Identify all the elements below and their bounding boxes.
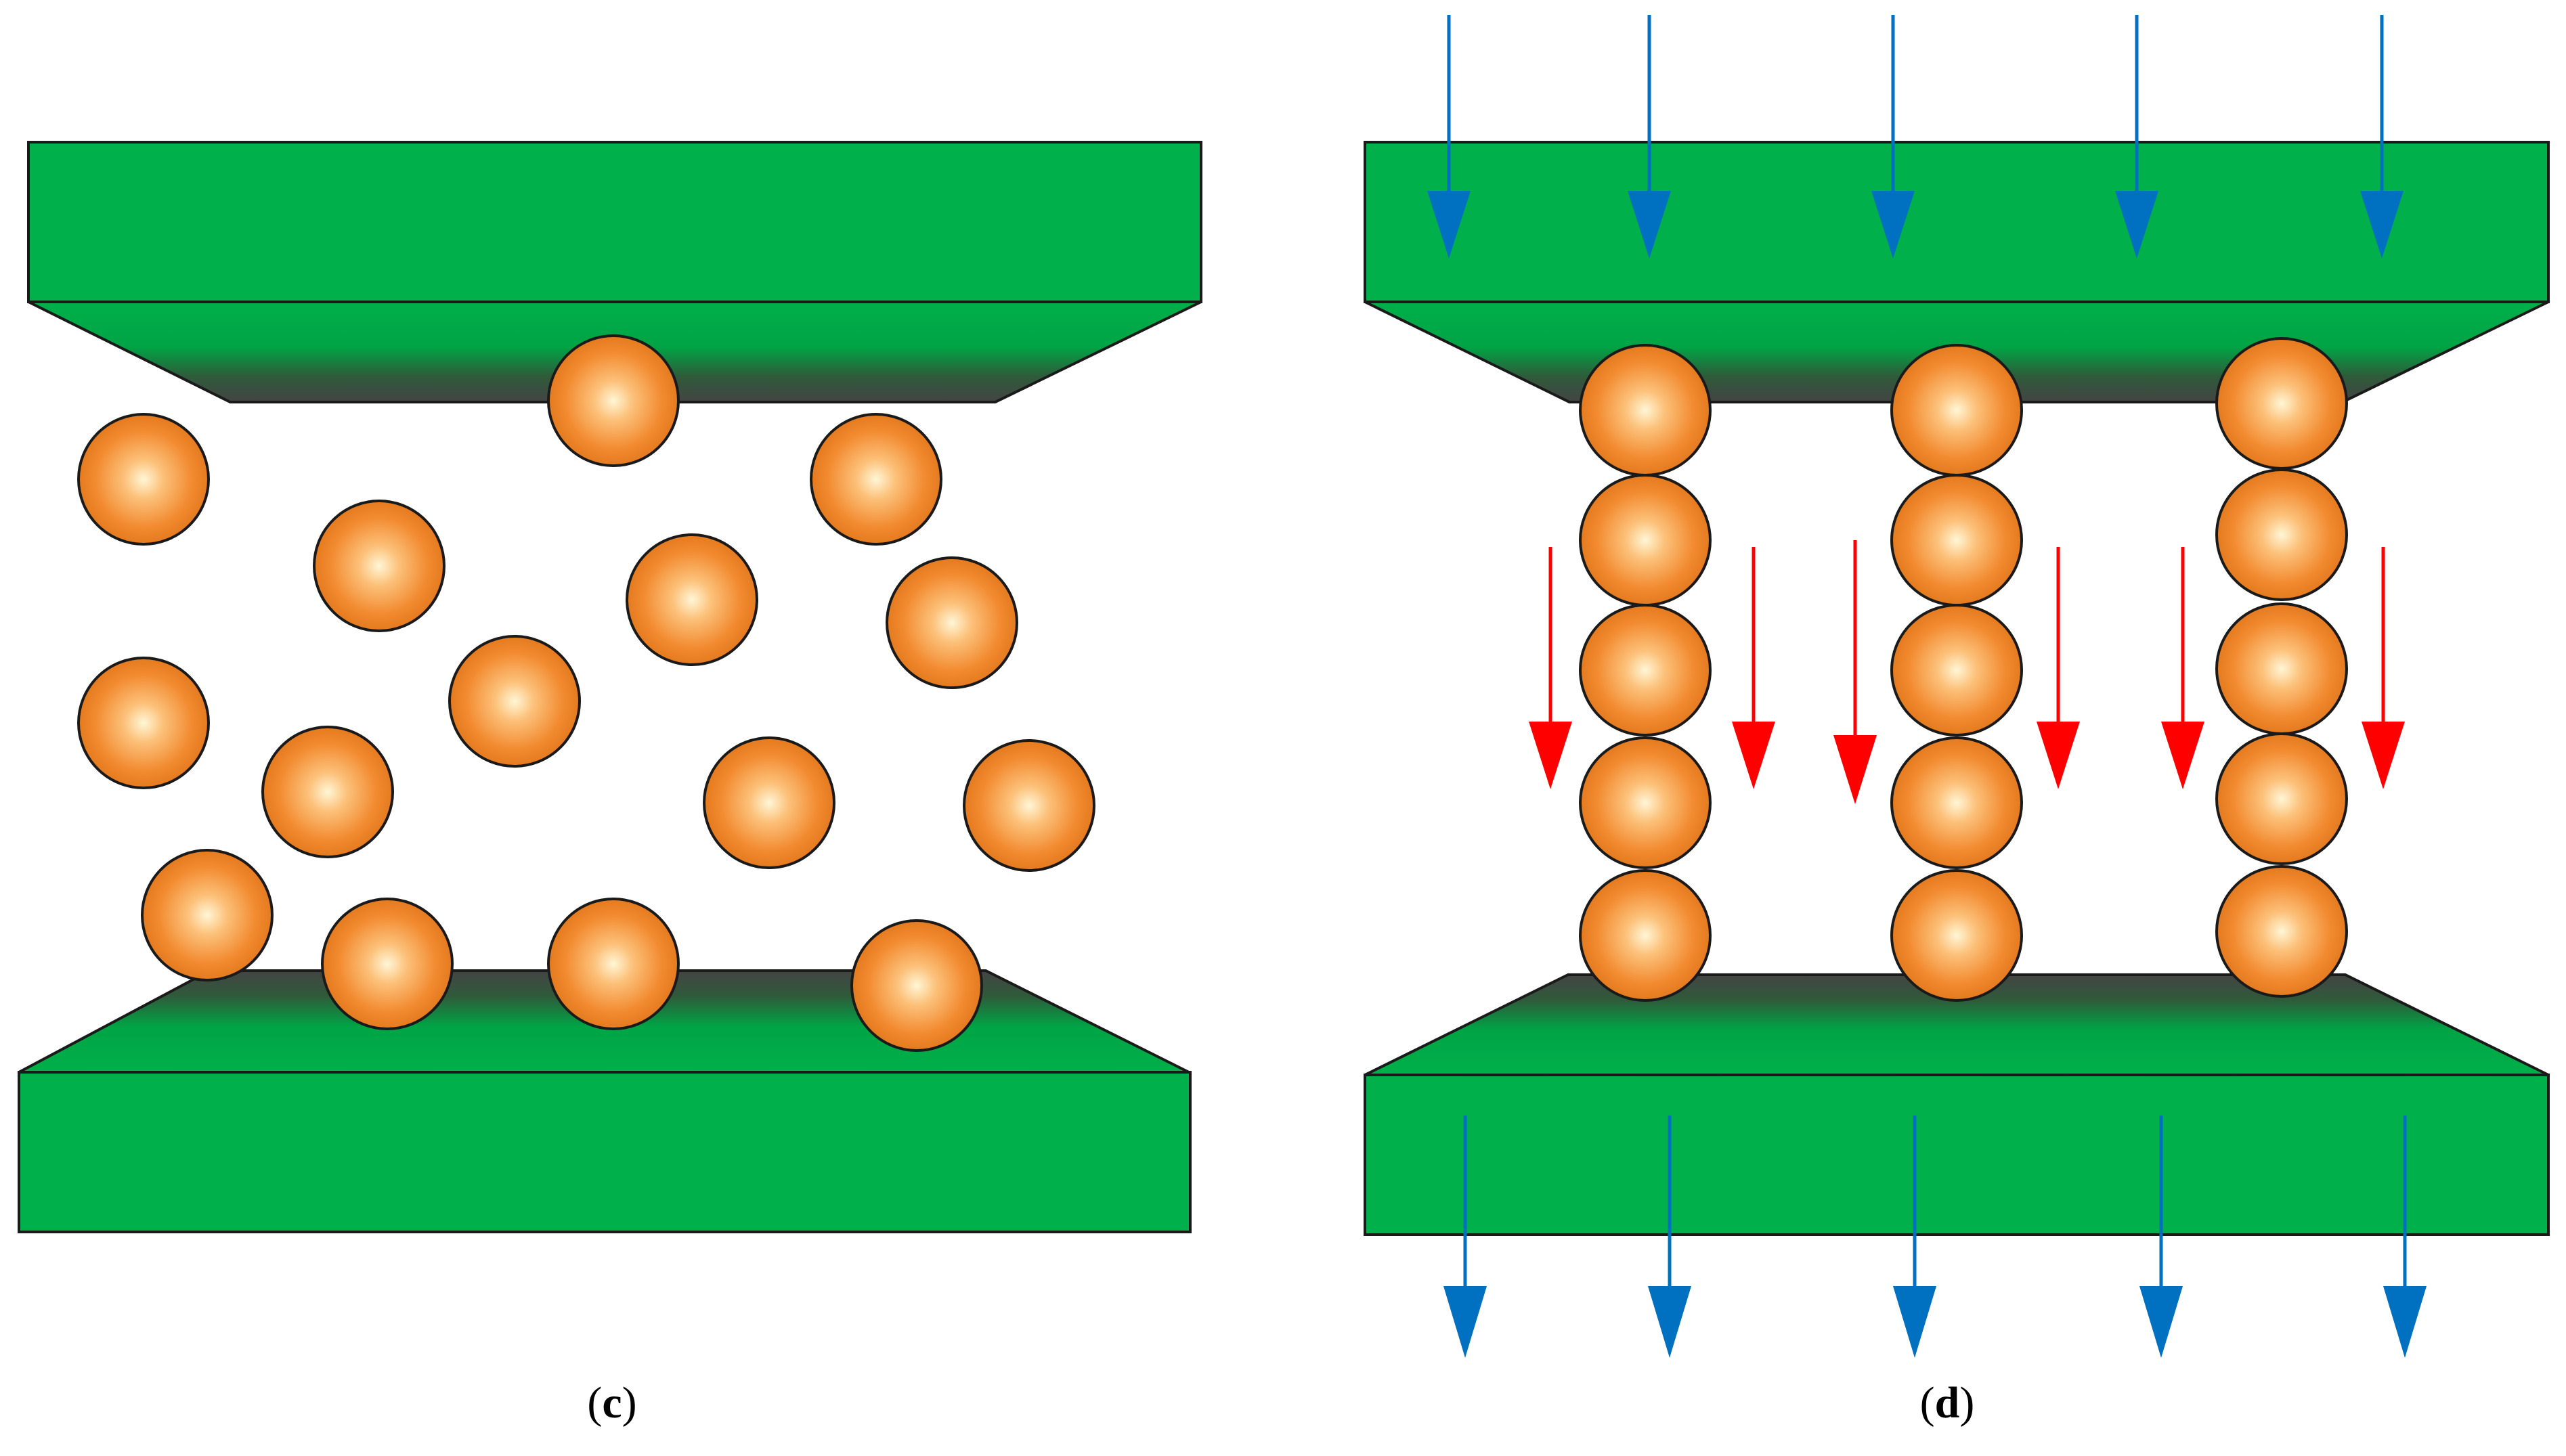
particle [1890, 604, 2023, 736]
arrow-down-blue-icon [1443, 1116, 1487, 1358]
particle [1579, 474, 1712, 606]
current-arrows [1529, 540, 2405, 804]
particle [1890, 869, 2023, 1002]
arrow-down-red-icon [2037, 547, 2080, 789]
arrow-down-red-icon [2161, 547, 2204, 789]
particle [1579, 736, 1712, 869]
arrow-down-red-icon [1529, 547, 1572, 789]
particle [2215, 602, 2348, 735]
arrow-down-blue-icon [2115, 15, 2158, 259]
particle [1579, 869, 1712, 1002]
panel-d [1364, 15, 2550, 1358]
particle-chains [1579, 337, 2348, 1002]
field-arrows-bottom [1443, 1116, 2427, 1358]
particle [547, 334, 680, 467]
particle [141, 849, 274, 981]
particle [2215, 865, 2348, 998]
caption-panel-c-letter: c [602, 1378, 622, 1428]
particle [2215, 732, 2348, 865]
particle [321, 898, 454, 1030]
arrow-down-blue-icon [1893, 1116, 1936, 1358]
caption-panel-c: (c) [587, 1378, 637, 1428]
arrow-down-blue-icon [1427, 15, 1471, 259]
particle-chain-2 [1890, 344, 2023, 1002]
arrow-down-blue-icon [1871, 15, 1915, 259]
particle [77, 413, 210, 546]
caption-panel-d: (d) [1919, 1378, 1975, 1428]
particle [1579, 604, 1712, 736]
arrow-down-blue-icon [2139, 1116, 2183, 1358]
particle [1890, 736, 2023, 869]
arrow-down-red-icon [1732, 547, 1775, 789]
particle [313, 500, 445, 632]
particle [547, 898, 680, 1030]
particle-chain-1 [1579, 344, 1712, 1002]
arrow-down-red-icon [1833, 540, 1877, 804]
particle [850, 919, 983, 1052]
particle [886, 556, 1018, 689]
particle [261, 726, 394, 858]
arrow-down-blue-icon [1628, 15, 1671, 259]
particle [2215, 337, 2348, 470]
particle [626, 533, 758, 666]
particle [1890, 344, 2023, 477]
arrow-down-red-icon [2362, 547, 2405, 789]
arrow-down-blue-icon [2383, 1116, 2427, 1358]
particle [2215, 468, 2348, 601]
arrow-down-blue-icon [1648, 1116, 1691, 1358]
bottom-electrode-plate [1364, 973, 2550, 1236]
particle [1579, 344, 1712, 477]
particle [963, 739, 1095, 872]
particles-dispersed [77, 334, 1095, 1052]
particle [1890, 474, 2023, 606]
particle [77, 657, 210, 789]
panel-c [18, 141, 1202, 1233]
field-arrows-top [1427, 15, 2404, 259]
particle [448, 635, 581, 768]
caption-panel-d-letter: d [1934, 1378, 1960, 1428]
arrow-down-blue-icon [2360, 15, 2404, 259]
particle [703, 736, 835, 869]
particle [810, 413, 942, 546]
particle-chain-3 [2215, 337, 2348, 998]
